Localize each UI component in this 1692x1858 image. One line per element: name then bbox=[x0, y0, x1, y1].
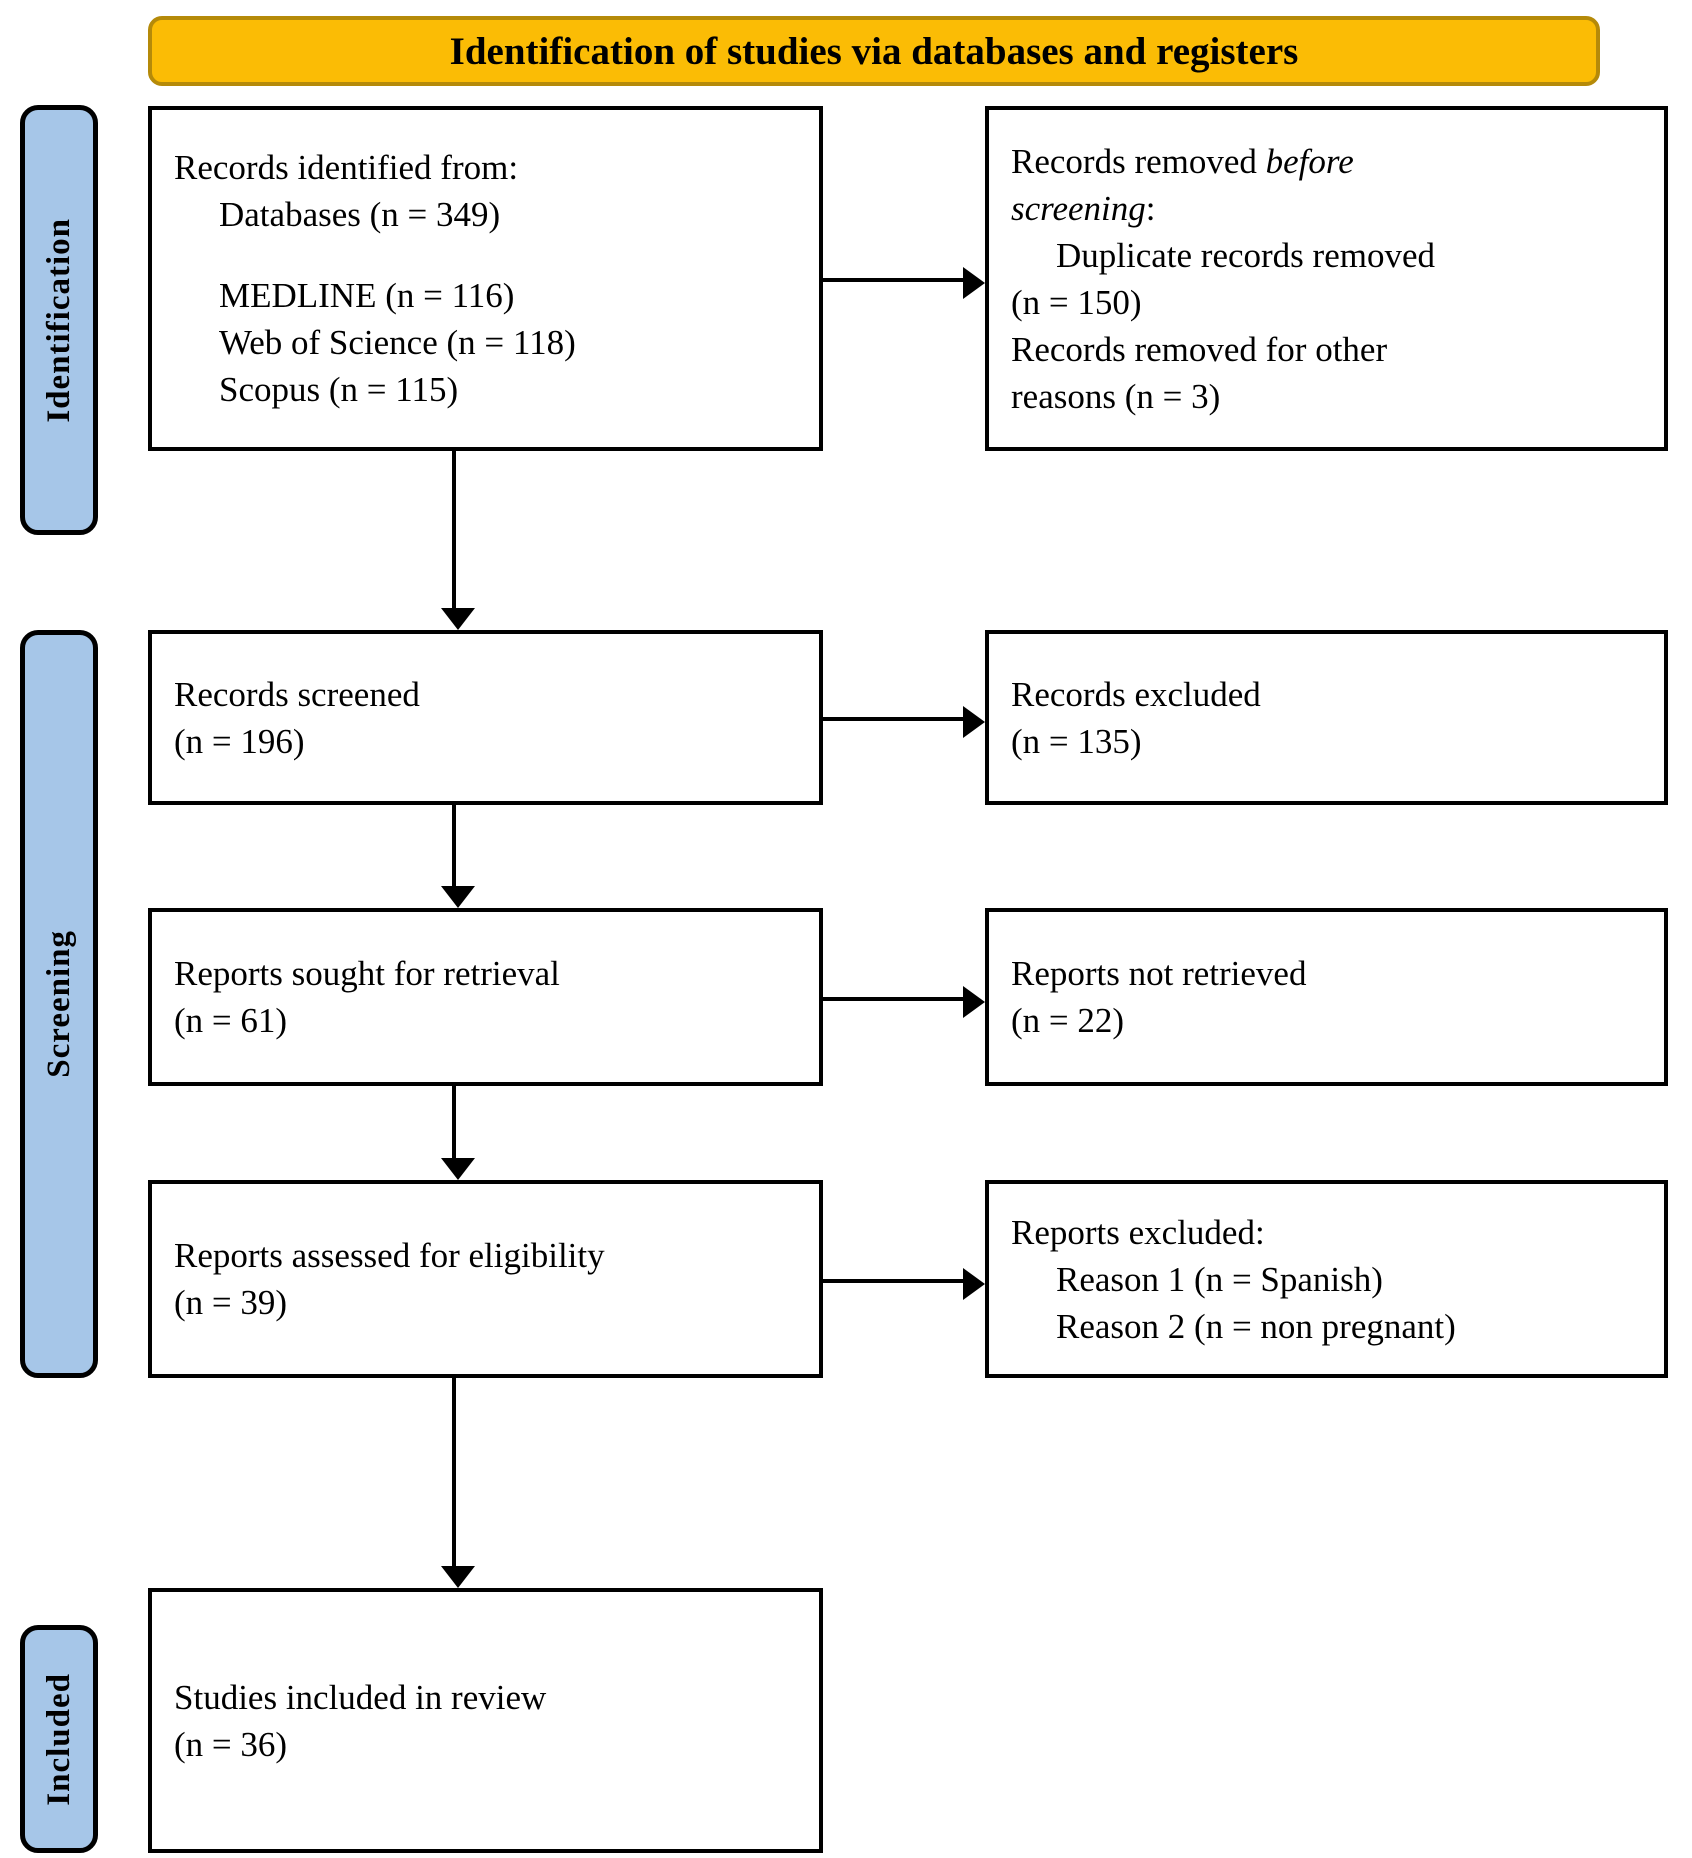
records-excluded-count: (n = 135) bbox=[1011, 721, 1142, 761]
box-reports-not-retrieved: Reports not retrieved (n = 22) bbox=[985, 908, 1668, 1086]
reports-excluded-reason-2: Reason 2 (n = non pregnant) bbox=[1056, 1306, 1456, 1346]
records-excluded-label: Records excluded bbox=[1011, 674, 1261, 714]
records-removed-other-reasons-n: reasons (n = 3) bbox=[1011, 376, 1221, 416]
stage-pill-screening: Screening bbox=[20, 630, 98, 1378]
reports-excluded-reason-1: Reason 1 (n = Spanish) bbox=[1056, 1259, 1383, 1299]
records-identified-web-of-science: Web of Science (n = 118) bbox=[219, 323, 576, 362]
arrow-sought-to-assessed bbox=[441, 1086, 475, 1180]
records-removed-colon: : bbox=[1145, 188, 1156, 228]
studies-included-count: (n = 36) bbox=[174, 1724, 288, 1764]
box-studies-included-in-review: Studies included in review (n = 36) bbox=[148, 1588, 823, 1853]
records-removed-other-reasons: Records removed for other bbox=[1011, 329, 1388, 369]
records-removed-screening-emph: screening bbox=[1011, 188, 1146, 228]
reports-excluded-label: Reports excluded: bbox=[1011, 1212, 1265, 1252]
records-removed-line-1: Records removed before bbox=[1011, 138, 1654, 185]
diagram-header-banner: Identification of studies via databases … bbox=[148, 16, 1600, 86]
arrow-assessed-to-included bbox=[441, 1378, 475, 1588]
records-removed-text-a: Records removed bbox=[1011, 141, 1266, 181]
reports-assessed-label: Reports assessed for eligibility bbox=[174, 1236, 605, 1275]
stage-label-identification: Identification bbox=[40, 217, 77, 423]
records-removed-duplicates: Duplicate records removed bbox=[1056, 235, 1436, 275]
reports-sought-count: (n = 61) bbox=[174, 1001, 288, 1040]
stage-pill-identification: Identification bbox=[20, 105, 98, 535]
records-identified-spacer bbox=[174, 238, 809, 272]
arrow-identified-to-removed-before bbox=[823, 267, 985, 299]
records-identified-scopus: Scopus (n = 115) bbox=[219, 370, 459, 409]
records-screened-label: Records screened bbox=[174, 674, 420, 714]
arrow-sought-to-not-retrieved bbox=[823, 986, 985, 1018]
box-reports-assessed-for-eligibility: Reports assessed for eligibility (n = 39… bbox=[148, 1180, 823, 1378]
page-title: Identification of studies via databases … bbox=[449, 29, 1299, 73]
studies-included-label: Studies included in review bbox=[174, 1677, 547, 1717]
records-removed-before-emph: before bbox=[1265, 141, 1354, 181]
arrow-identified-to-screened bbox=[441, 451, 475, 630]
box-records-excluded: Records excluded (n = 135) bbox=[985, 630, 1668, 805]
records-removed-duplicates-n: (n = 150) bbox=[1011, 282, 1142, 322]
box-reports-excluded: Reports excluded: Reason 1 (n = Spanish)… bbox=[985, 1180, 1668, 1378]
reports-not-retrieved-label: Reports not retrieved bbox=[1011, 954, 1307, 993]
arrow-screened-to-sought bbox=[441, 805, 475, 908]
stage-label-screening: Screening bbox=[40, 930, 77, 1078]
stage-pill-included: Included bbox=[20, 1625, 98, 1853]
reports-sought-label: Reports sought for retrieval bbox=[174, 954, 560, 993]
records-removed-line-2: screening: bbox=[1011, 185, 1654, 232]
reports-not-retrieved-count: (n = 22) bbox=[1011, 1001, 1125, 1040]
arrow-assessed-to-reports-excluded bbox=[823, 1268, 985, 1300]
box-records-removed-before-screening: Records removed before screening: Duplic… bbox=[985, 106, 1668, 451]
box-reports-sought-for-retrieval: Reports sought for retrieval (n = 61) bbox=[148, 908, 823, 1086]
stage-label-included: Included bbox=[40, 1672, 77, 1806]
box-records-screened: Records screened (n = 196) bbox=[148, 630, 823, 805]
reports-assessed-count: (n = 39) bbox=[174, 1283, 288, 1322]
arrow-screened-to-excluded bbox=[823, 706, 985, 738]
records-identified-medline: MEDLINE (n = 116) bbox=[219, 276, 515, 315]
records-screened-count: (n = 196) bbox=[174, 721, 305, 761]
records-identified-databases: Databases (n = 349) bbox=[219, 195, 501, 234]
records-identified-line-1: Records identified from: bbox=[174, 148, 519, 187]
box-records-identified: Records identified from: Databases (n = … bbox=[148, 106, 823, 451]
